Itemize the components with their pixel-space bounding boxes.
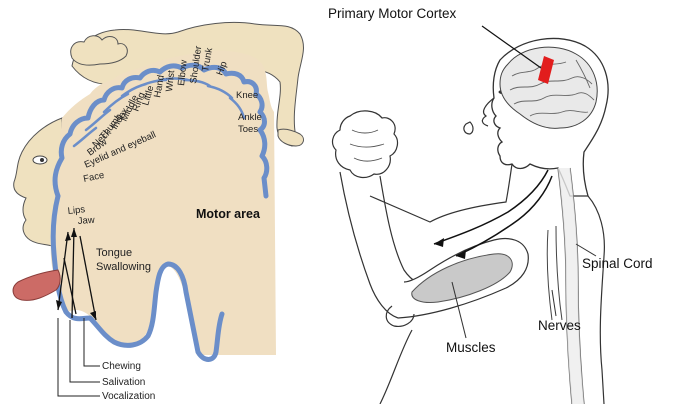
spinal-cord-label: Spinal Cord [582, 256, 653, 271]
function-leader-lines [58, 318, 100, 396]
nerves-label: Nerves [538, 318, 581, 333]
label-jaw: Jaw [77, 215, 95, 227]
label-salivation: Salivation [102, 377, 145, 388]
homunculus-tongue [13, 270, 60, 300]
label-ankle: Ankle [238, 112, 262, 123]
motor-homunculus-panel: Trunk Hip Knee Ankle Toes Shoulder Elbow… [13, 22, 303, 402]
figure-mouth [464, 122, 473, 134]
label-knee: Knee [236, 90, 258, 101]
human-figure-panel: Primary Motor Cortex Spinal Cord Nerves … [328, 6, 653, 404]
label-tongue: Tongue [96, 247, 132, 259]
label-chewing: Chewing [102, 361, 141, 372]
homunculus-pupil [40, 158, 44, 162]
label-swallowing: Swallowing [96, 261, 151, 273]
label-toes: Toes [238, 124, 258, 135]
primary-motor-cortex-label: Primary Motor Cortex [328, 6, 457, 21]
muscles-label: Muscles [446, 340, 496, 355]
homunculus-foot [278, 129, 303, 146]
raised-fists [333, 111, 398, 178]
motor-area-label: Motor area [196, 207, 261, 221]
label-vocalization: Vocalization [102, 391, 155, 402]
